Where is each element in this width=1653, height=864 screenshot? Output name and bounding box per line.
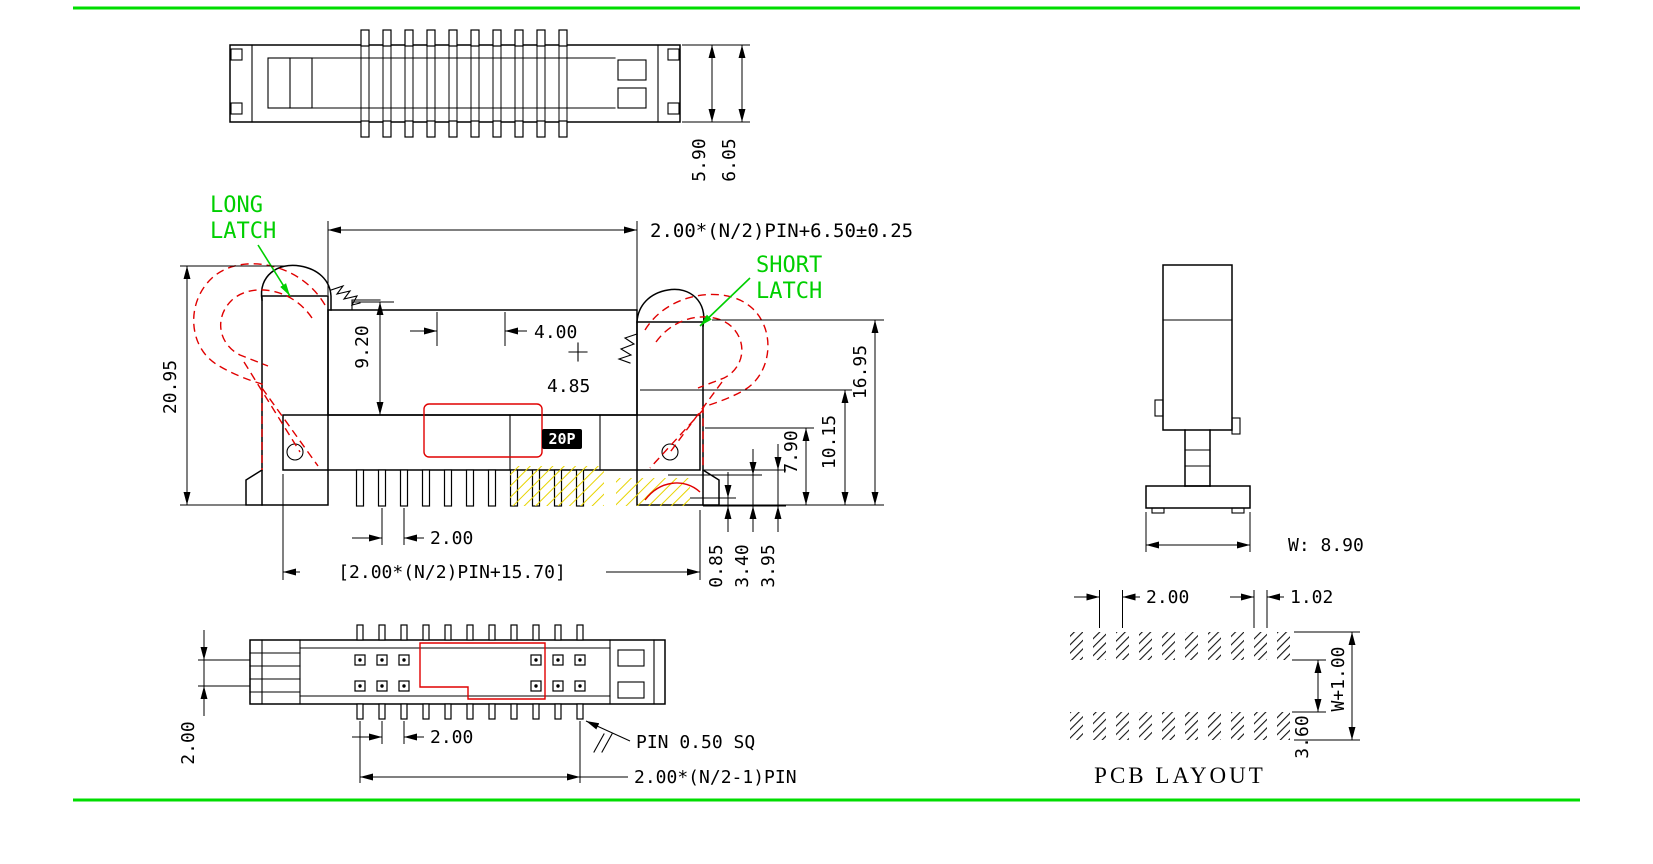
dim-16-95: 16.95 <box>850 345 871 399</box>
solder-hatch-areas <box>510 466 701 506</box>
part-badge-text: 20P <box>548 430 575 448</box>
dim-overall-height: 6.05 <box>719 138 740 181</box>
top-view-dimensions: 5.90 6.05 <box>682 44 750 182</box>
dim-bottom-pin-pitch: 2.00 <box>430 727 473 748</box>
cover-outline <box>419 642 546 700</box>
dim-7-90: 7.90 <box>781 430 802 473</box>
pcb-layout: 2.00 1.02 3.60 W+1.00 PCB LAYOUT <box>1070 587 1360 788</box>
dim-connector-width: W: 8.90 <box>1288 535 1364 556</box>
long-latch-leader <box>257 244 291 297</box>
latch-open-position-outlines <box>193 263 769 470</box>
dim-10-15: 10.15 <box>819 415 840 469</box>
part-badge: 20P <box>542 429 582 449</box>
long-latch-label-line2: LATCH <box>210 219 276 244</box>
dim-pin-span: 2.00*(N/2-1)PIN <box>634 767 797 788</box>
side-view-body <box>1145 264 1251 514</box>
dim-row-pitch: 2.00 <box>178 721 199 764</box>
top-view: 5.90 6.05 <box>229 29 750 182</box>
side-view-dimensions: W: 8.90 <box>1145 512 1364 556</box>
pcb-layout-title: PCB LAYOUT <box>1094 763 1266 788</box>
polarization-key-outline <box>423 403 543 458</box>
dim-3-95: 3.95 <box>758 544 779 587</box>
bottom-view-dimensions: 2.00 2.00 PIN 0.50 SQ 2.00*(N/2-1)PIN <box>178 630 797 788</box>
long-latch-label-line1: LONG <box>210 193 263 218</box>
pcb-pads-row2 <box>1070 712 1290 740</box>
dim-body-height: 5.90 <box>689 138 710 181</box>
dim-overall-span: W+1.00 <box>1328 646 1349 711</box>
bottom-view: 2.00 2.00 PIN 0.50 SQ 2.00*(N/2-1)PIN <box>178 624 797 788</box>
front-view-dimensions: 2.00*(N/2)PIN+6.50±0.25 20.95 9.20 4.00 … <box>160 220 913 588</box>
dim-9-20: 9.20 <box>352 325 373 368</box>
dim-4-85: 4.85 <box>547 376 590 397</box>
short-latch-head <box>636 288 705 327</box>
short-latch-label-line1: SHORT <box>756 253 822 278</box>
latch-labels: LONG LATCH SHORT LATCH <box>210 193 822 327</box>
side-view: W: 8.90 <box>1145 264 1364 556</box>
dim-20-95: 20.95 <box>160 360 181 414</box>
dim-row-gap: 3.60 <box>1292 715 1313 758</box>
top-view-body <box>229 44 681 123</box>
dim-3-40: 3.40 <box>732 544 753 587</box>
front-view-body <box>245 264 720 506</box>
bottom-view-pins <box>354 624 586 720</box>
pin-note: PIN 0.50 SQ <box>636 732 755 753</box>
top-view-pins <box>360 29 568 138</box>
pcb-dimensions: 2.00 1.02 3.60 W+1.00 <box>1074 587 1360 759</box>
dim-4-00: 4.00 <box>534 322 577 343</box>
bottom-view-body <box>249 639 666 705</box>
short-latch-leader <box>699 277 751 327</box>
dim-top-width: 2.00*(N/2)PIN+6.50±0.25 <box>650 220 913 242</box>
front-view: 20P LONG LATCH SHORT LATCH 2.00*(N/2)PIN… <box>160 193 913 588</box>
dim-pin-pitch: 2.00 <box>430 528 473 549</box>
dim-pad-width: 1.02 <box>1290 587 1333 608</box>
dim-bottom-width: [2.00*(N/2)PIN+15.70] <box>338 562 566 583</box>
short-latch-label-line2: LATCH <box>756 279 822 304</box>
pcb-pads-row1 <box>1070 632 1290 660</box>
long-latch-head <box>260 264 332 311</box>
dim-0-85: 0.85 <box>706 544 727 587</box>
dim-pad-pitch: 2.00 <box>1146 587 1189 608</box>
